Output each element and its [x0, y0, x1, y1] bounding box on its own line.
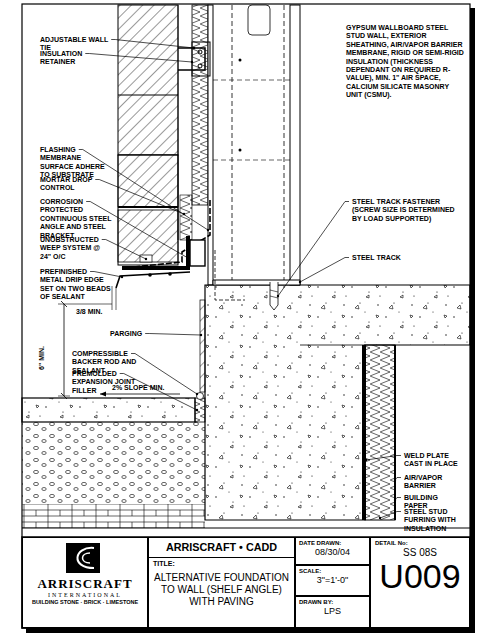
callout-label: UNOBSTRUCTED WEEP SYSTEM @ 24" O/C: [40, 236, 112, 261]
leader-dot: [299, 281, 301, 283]
leader-dot: [394, 479, 396, 481]
logo-emblem: [66, 543, 100, 573]
leader-dot: [379, 517, 381, 519]
leader-dot: [207, 229, 209, 231]
leader-line: [95, 180, 184, 215]
leader-dot: [196, 393, 198, 395]
leader-line: [300, 258, 349, 283]
dimension-label: GYPSUM WALLBOARD STEEL STUD WALL, EXTERI…: [346, 24, 464, 100]
leader-dot: [183, 213, 185, 215]
cell-value: LPS: [299, 606, 366, 617]
callout-label: PARGING: [110, 330, 150, 338]
cell-value: INTERNATIONAL: [27, 592, 143, 599]
callout-label: PREMOLDED EXPANSION JOINT FILLER: [72, 370, 146, 395]
leader-line: [145, 334, 201, 336]
title-block-cell: SCALE:3"=1'-0": [295, 565, 370, 596]
leader-dot: [394, 499, 396, 501]
cell-heading: ARRISCRAFT • CADD: [153, 541, 290, 554]
leader-dot: [200, 334, 202, 336]
title-block-cell: DATE DRAWN:08/30/04: [295, 537, 370, 565]
cell-value: 08/30/04: [299, 547, 366, 558]
callout-label: CORROSION PROTECTED CONTINUOUS STEEL ANG…: [40, 198, 112, 240]
title-block-cell: ARRISCRAFTINTERNATIONALBUILDING STONE · …: [22, 537, 148, 628]
leader-dot: [191, 61, 193, 63]
callout-label: STEEL STUD FURRING WITH INSULATION: [404, 508, 462, 533]
leader-dot: [145, 258, 147, 260]
cell-heading: DATE DRAWN:: [299, 540, 366, 547]
callout-label: INSULATION RETAINER: [40, 50, 116, 67]
callout-label: STEEL TRACK: [352, 254, 432, 262]
leader-dot: [193, 47, 195, 49]
title-block-cell: TITLE: ALTERNATIVE FOUNDATION TO WALL (SH…: [148, 557, 295, 628]
leader-line: [90, 272, 122, 278]
callout-label: STEEL TRACK FASTENER (SCREW SIZE IS DETE…: [352, 198, 460, 223]
callout-label: FLASHING MEMBRANE SURFACE ADHERE TO SUBS…: [40, 146, 110, 180]
leader-line: [278, 202, 349, 297]
leader-line: [102, 240, 146, 260]
cell-heading: TITLE:: [153, 560, 290, 568]
cell-heading: DRAWN BY:: [299, 599, 366, 606]
leader-dot: [187, 257, 189, 259]
cell-value: U009: [375, 559, 465, 593]
dimension-label: 3/8 MIN.: [76, 308, 110, 316]
cell-value: 3"=1'-0": [299, 575, 366, 586]
cell-value: SS 08S: [375, 547, 465, 559]
leader-line: [366, 456, 401, 461]
title-block-cell: ARRISCRAFT • CADD: [148, 537, 295, 558]
leader-line: [111, 40, 194, 49]
dimension-label: 2% SLOPE MIN.: [112, 384, 182, 392]
leader-dot: [196, 409, 198, 411]
cell-value: ALTERNATIVE FOUNDATION TO WALL (SHELF AN…: [153, 572, 290, 608]
leader-dot: [365, 459, 367, 461]
leader-line: [380, 512, 401, 519]
cell-heading: DETAIL No:: [375, 540, 465, 547]
callout-label: AIR/VAPOR BARRIER: [404, 474, 462, 491]
title-block-cell: DETAIL No:SS 08SU009: [370, 537, 470, 628]
cell-heading: ARRISCRAFT: [27, 576, 143, 592]
title-block-cell: DRAWN BY:LPS: [295, 596, 370, 628]
cell-value: BUILDING STONE · BRICK · LIMESTONE: [27, 599, 143, 606]
leader-dot: [277, 295, 279, 297]
callout-label: MORTAR DROP CONTROL: [40, 176, 102, 193]
dimension-label: 6" MIN.: [38, 346, 46, 370]
cell-heading: SCALE:: [299, 568, 366, 575]
callout-label: WELD PLATE CAST IN PLACE: [404, 452, 462, 469]
leader-line: [85, 54, 192, 63]
callout-label: PREFINISHED METAL DRIP EDGE SET ON TWO B…: [40, 268, 112, 302]
leader-dot: [121, 276, 123, 278]
